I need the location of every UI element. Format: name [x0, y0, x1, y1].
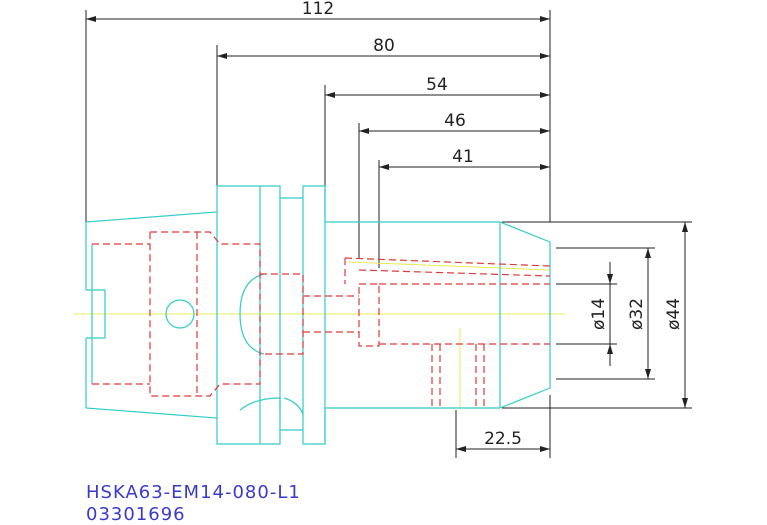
centerline	[74, 261, 565, 410]
dim-flange-to-nose: 80	[373, 36, 395, 56]
tool-outline	[85, 185, 551, 445]
part-code: 03301696	[86, 504, 186, 525]
dim-body-dia: ø44	[664, 298, 684, 330]
dim-nose-step: 22.5	[484, 429, 522, 449]
arrowheads	[86, 16, 688, 452]
dimension-lines	[85, 10, 692, 458]
dim-bore-depth: 46	[444, 111, 466, 131]
dim-overall-length: 112	[302, 0, 334, 19]
part-number: HSKA63-EM14-080-L1	[86, 482, 301, 503]
dim-clamp-depth: 41	[452, 147, 474, 167]
cross-hole	[165, 299, 195, 329]
dim-nose-dia: ø32	[627, 298, 647, 330]
hidden-lines	[92, 231, 551, 408]
dim-bore-dia: ø14	[589, 298, 609, 330]
dim-body-to-nose: 54	[426, 75, 448, 95]
